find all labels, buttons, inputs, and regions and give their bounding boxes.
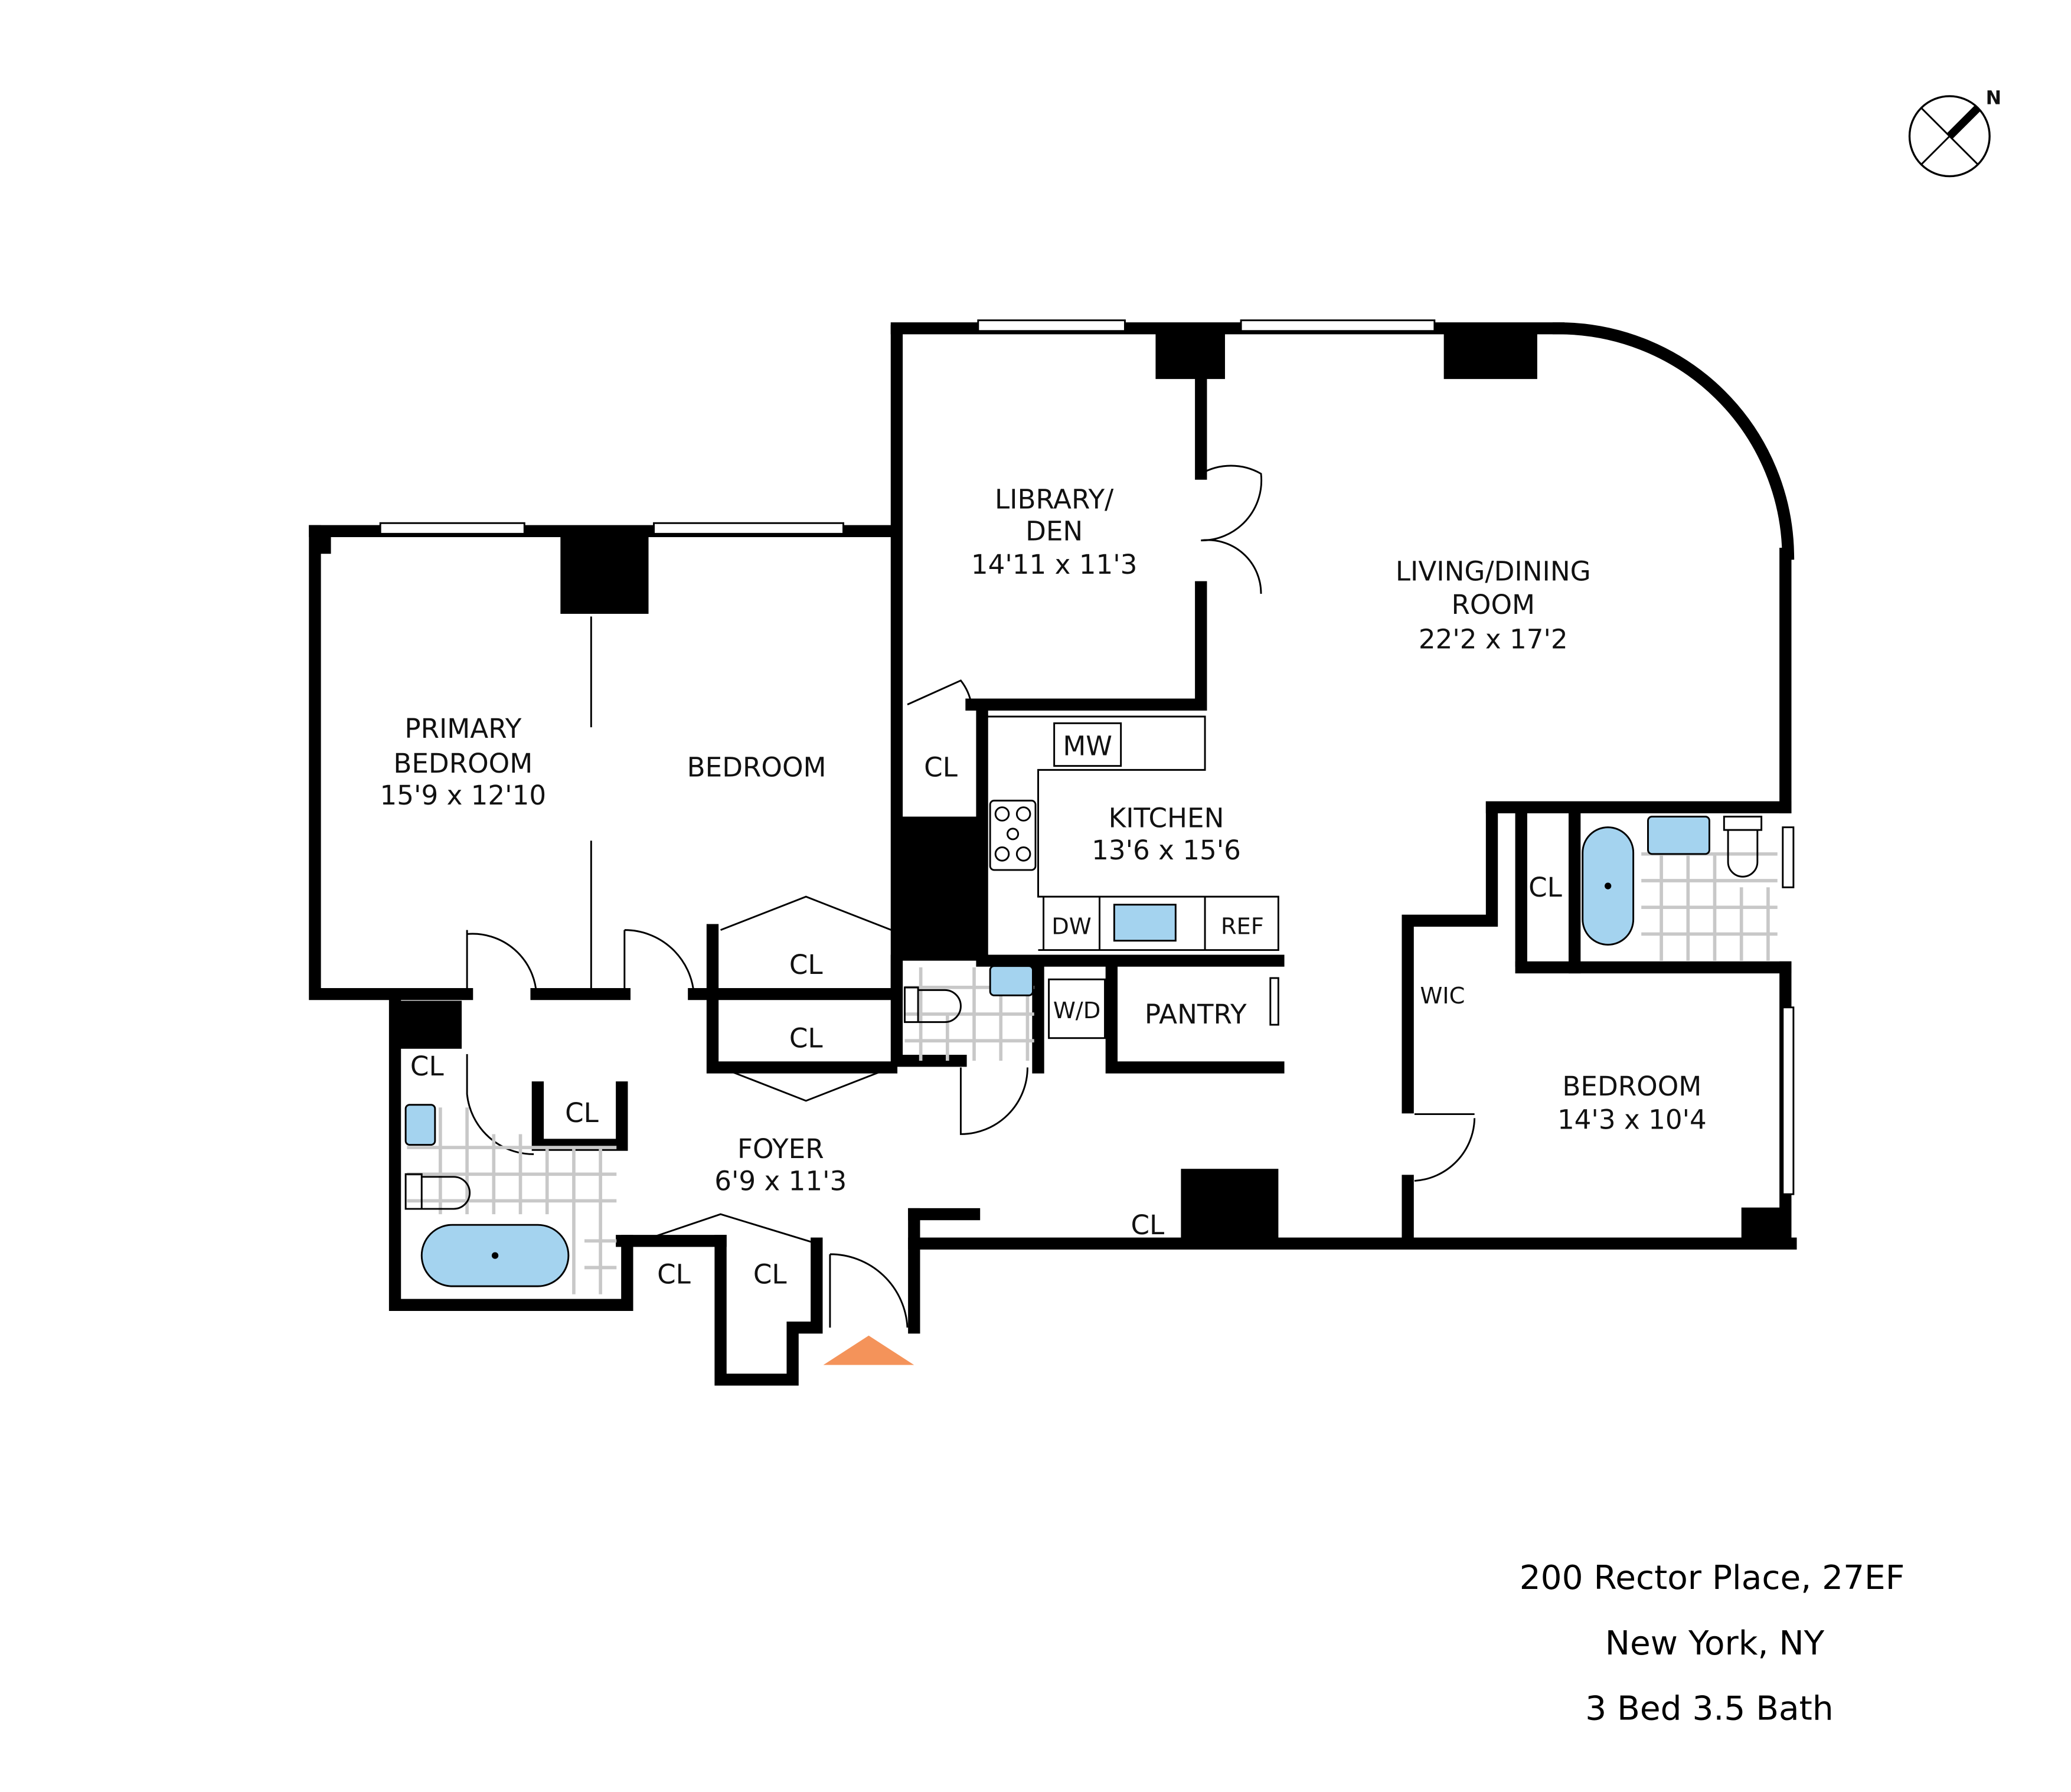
toilet-icon	[904, 986, 962, 1023]
toilet-icon	[404, 1173, 471, 1210]
microwave-label: MW	[1063, 731, 1112, 762]
compass-circle	[1908, 95, 1991, 178]
city-line: New York, NY	[1605, 1624, 1825, 1663]
bedroom-label: BEDROOM	[687, 752, 827, 783]
closet-label: CL	[924, 752, 958, 783]
library-dims: 14'11 x 11'3	[971, 549, 1138, 580]
washer-dryer-label: W/D	[1053, 998, 1101, 1024]
fixtures	[404, 715, 1763, 1365]
library-label: LIBRARY/	[995, 483, 1114, 515]
kitchen-sink-icon	[1113, 904, 1177, 942]
stove-icon	[989, 799, 1037, 871]
sink-icon	[1647, 816, 1710, 855]
closet-label: CL	[657, 1259, 691, 1290]
living-dims: 22'2 x 17'2	[1419, 624, 1568, 655]
closet-label: CL	[565, 1097, 599, 1129]
toilet-icon	[1723, 816, 1763, 878]
columns	[309, 328, 1791, 1248]
foyer-dims: 6'9 x 11'3	[714, 1165, 847, 1196]
bath-tiles	[407, 852, 1778, 1294]
address-line: 200 Rector Place, 27EF	[1520, 1559, 1905, 1597]
compass: N	[1908, 88, 2001, 178]
bedroom3-dims: 14'3 x 10'4	[1557, 1104, 1707, 1135]
refrigerator-label: REF	[1221, 913, 1264, 940]
north-arrow-head	[1946, 105, 1981, 139]
kitchen-label: KITCHEN	[1109, 803, 1224, 834]
living-label: LIVING/DINING	[1396, 555, 1591, 587]
sink-icon	[404, 1104, 436, 1146]
closet-label: CL	[1528, 872, 1562, 903]
bedroom3-label: BEDROOM	[1562, 1071, 1701, 1102]
closet-label: CL	[789, 1023, 823, 1054]
closet-label: CL	[410, 1051, 444, 1082]
closet-label: CL	[753, 1259, 787, 1290]
compass-label: N	[1986, 88, 2001, 109]
kitchen-dims: 13'6 x 15'6	[1092, 835, 1241, 866]
bed-bath-line: 3 Bed 3.5 Bath	[1585, 1690, 1833, 1728]
library-label-2: DEN	[1025, 516, 1083, 547]
sink-icon	[989, 965, 1034, 996]
closet-label: CL	[789, 949, 823, 980]
primary-bedroom-label: PRIMARY	[404, 713, 521, 744]
windows	[379, 319, 1795, 1195]
primary-bedroom-dims: 15'9 x 12'10	[380, 780, 547, 811]
foyer-label: FOYER	[737, 1133, 824, 1165]
living-label-2: ROOM	[1452, 589, 1536, 620]
dishwasher-label: DW	[1051, 913, 1092, 940]
closet-label: CL	[1131, 1209, 1164, 1241]
wic-label: WIC	[1420, 983, 1465, 1009]
doors	[466, 465, 1476, 1328]
primary-bedroom-label-2: BEDROOM	[393, 748, 533, 779]
pantry-label: PANTRY	[1145, 999, 1247, 1030]
room-labels: PRIMARY BEDROOM 15'9 x 12'10 BEDROOM LIB…	[380, 483, 1707, 1290]
listing-info: 200 Rector Place, 27EF New York, NY 3 Be…	[1520, 1559, 1905, 1728]
entry-arrow-icon	[823, 1335, 914, 1365]
